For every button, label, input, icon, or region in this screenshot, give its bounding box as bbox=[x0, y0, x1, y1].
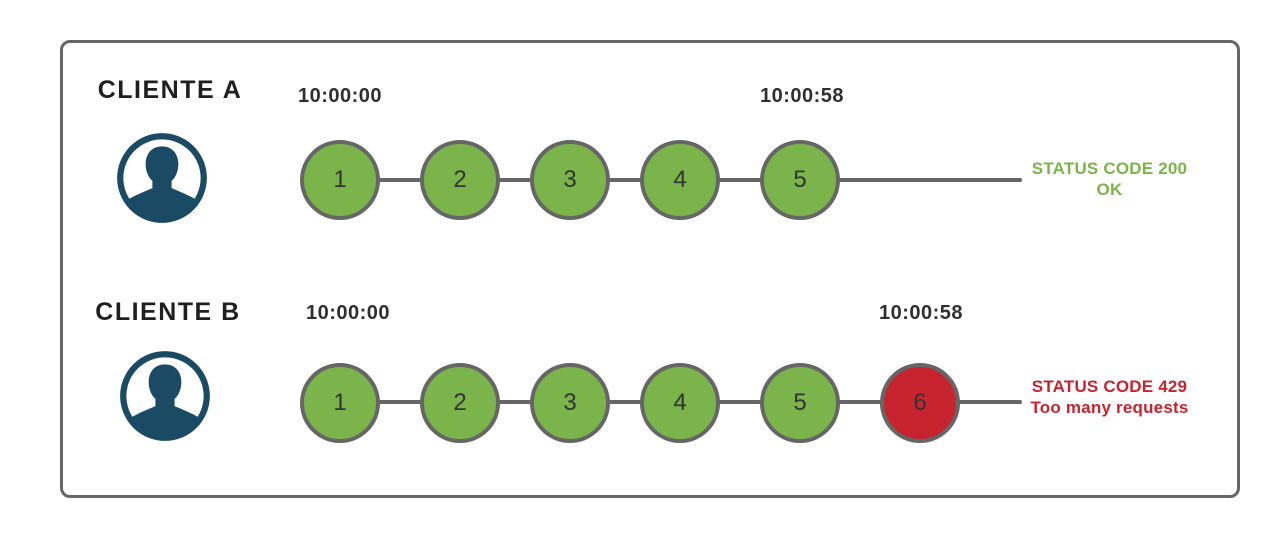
request-number: 2 bbox=[453, 389, 467, 416]
request-number: 1 bbox=[333, 166, 347, 193]
client-b-label: CLIENTE B bbox=[95, 298, 241, 326]
start-timestamp: 10:00:00 bbox=[297, 85, 383, 107]
request-circle-3: 3 bbox=[530, 363, 610, 443]
request-number: 3 bbox=[563, 166, 577, 193]
request-number: 6 bbox=[913, 389, 927, 416]
status-code-line: STATUS CODE 200 bbox=[1031, 159, 1188, 178]
end-timestamp: 10:00:58 bbox=[759, 85, 845, 107]
request-circle-4: 4 bbox=[640, 363, 720, 443]
request-circle-2: 2 bbox=[420, 140, 500, 220]
status-message-line: Too many requests bbox=[1030, 398, 1189, 417]
status-message-line: OK bbox=[1096, 180, 1123, 199]
request-circle-3: 3 bbox=[530, 140, 610, 220]
request-circle-5: 5 bbox=[760, 140, 840, 220]
request-circle-1: 1 bbox=[300, 363, 380, 443]
request-circle-6-blocked: 6 bbox=[880, 363, 960, 443]
user-icon bbox=[117, 133, 207, 223]
request-number: 1 bbox=[333, 389, 347, 416]
request-number: 4 bbox=[673, 166, 687, 193]
request-circle-1: 1 bbox=[300, 140, 380, 220]
request-circle-4: 4 bbox=[640, 140, 720, 220]
status-text-rate-limited: STATUS CODE 429 Too many requests bbox=[1022, 376, 1197, 418]
request-circle-5: 5 bbox=[760, 363, 840, 443]
client-a-label: CLIENTE A bbox=[97, 76, 243, 104]
request-number: 2 bbox=[453, 166, 467, 193]
request-number: 3 bbox=[563, 389, 577, 416]
status-code-line: STATUS CODE 429 bbox=[1031, 377, 1188, 396]
user-icon bbox=[120, 351, 210, 441]
status-text-ok: STATUS CODE 200 OK bbox=[1022, 158, 1197, 200]
request-number: 5 bbox=[793, 389, 807, 416]
request-circle-2: 2 bbox=[420, 363, 500, 443]
start-timestamp: 10:00:00 bbox=[305, 302, 391, 324]
end-timestamp: 10:00:58 bbox=[878, 302, 964, 324]
request-number: 4 bbox=[673, 389, 687, 416]
request-number: 5 bbox=[793, 166, 807, 193]
